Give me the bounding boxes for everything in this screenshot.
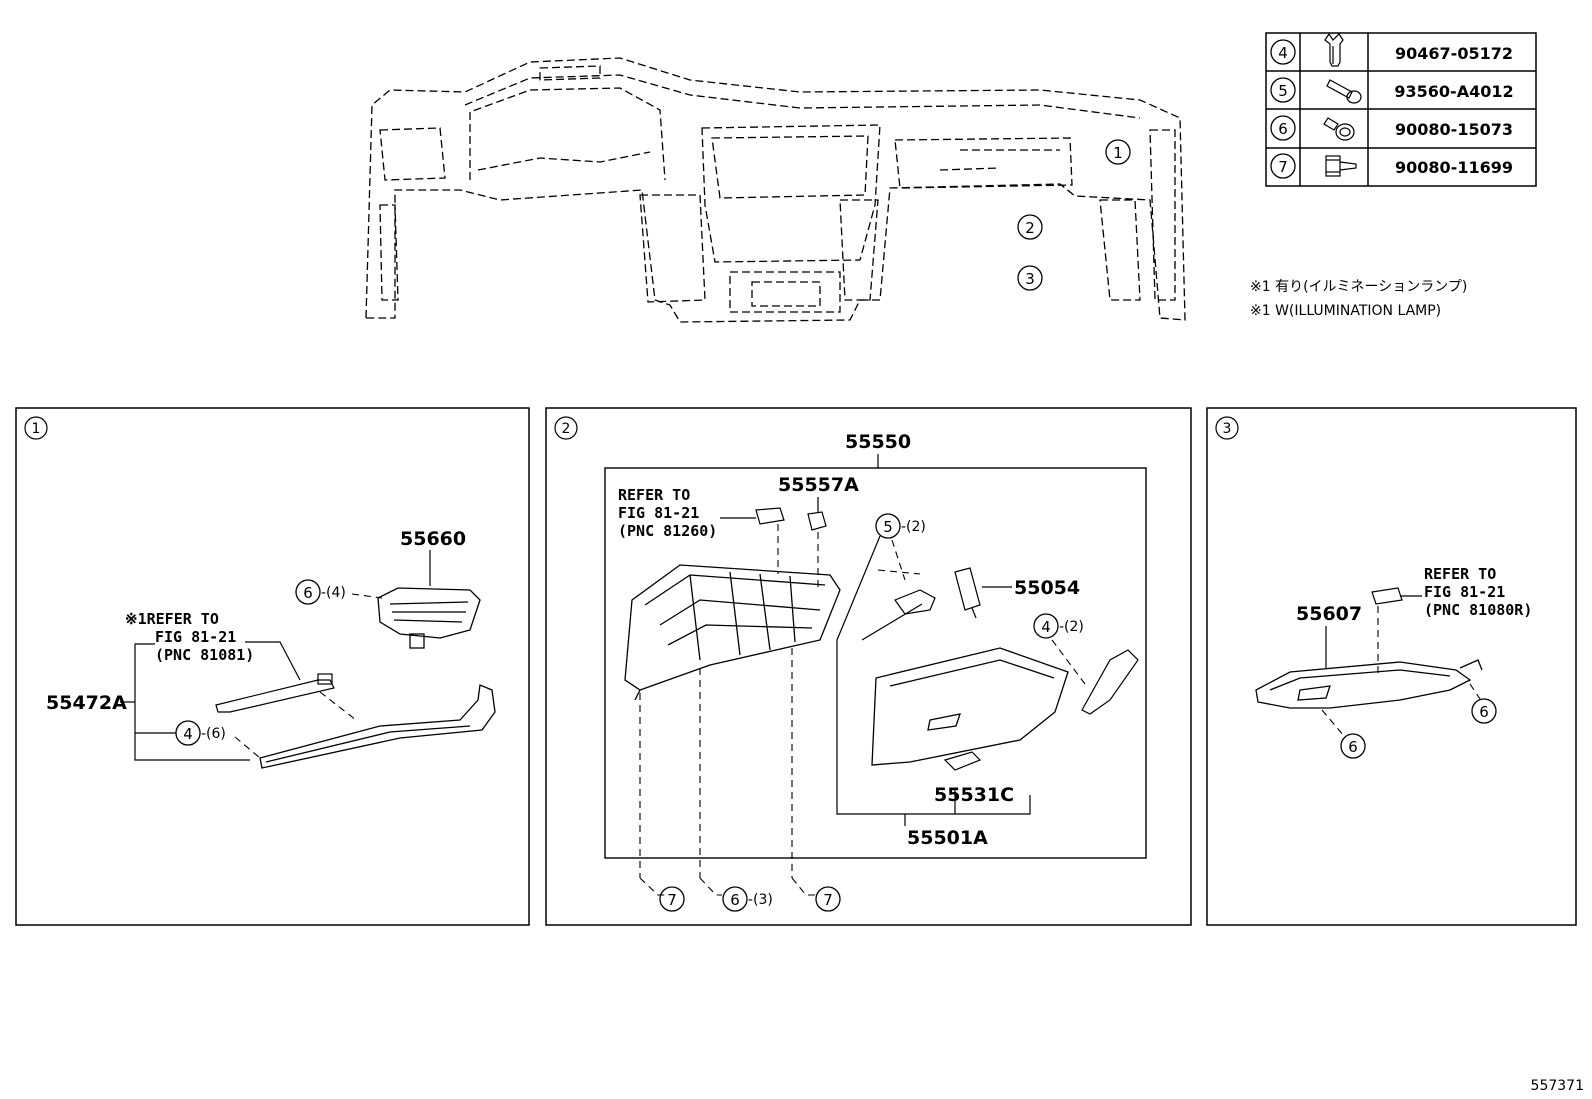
figure-id: 557371	[1531, 1078, 1584, 1094]
callout-number: 6	[303, 584, 313, 602]
callout-number: 7	[823, 891, 833, 909]
refer-line: ※1REFER TO	[125, 610, 219, 628]
fastener-row[interactable]: 6 90080-15073	[1270, 115, 1513, 141]
damper-part	[954, 567, 981, 619]
callout-number: 7	[667, 891, 677, 909]
overview-callout[interactable]: 3	[1017, 265, 1043, 291]
callout-6-cover-right[interactable]: 6	[1471, 698, 1497, 724]
under-cover-part	[1255, 659, 1483, 709]
side-trim-part	[1081, 649, 1139, 715]
lamp-socket-part	[755, 507, 785, 525]
callout-number: 5	[883, 518, 893, 536]
leader-lines-panel-1	[120, 641, 301, 761]
pin-icon	[1326, 79, 1362, 104]
callout-number: 1	[1113, 144, 1123, 162]
panel-3-number[interactable]: 3	[1215, 416, 1239, 440]
part-label-55531C[interactable]: 55531C	[934, 784, 1014, 806]
light-strip-part	[215, 673, 335, 713]
refer-line: REFER TO	[1424, 565, 1496, 583]
panel-number: 1	[32, 421, 41, 437]
handle-part	[943, 751, 982, 771]
fastener-number: 5	[1278, 82, 1288, 100]
callout-number: 6	[1479, 703, 1489, 721]
fastener-part-number: 90080-15073	[1395, 120, 1513, 139]
side-vent-part	[377, 587, 481, 649]
callout-6-cover-left[interactable]: 6	[1340, 733, 1366, 759]
leader-lines-panel-2	[836, 535, 1031, 826]
callout-number: 2	[1025, 219, 1035, 237]
refer-line: (PNC 81081)	[155, 646, 254, 664]
panel-3-frame	[1206, 407, 1577, 926]
callout-qty: -(4)	[321, 585, 346, 601]
part-label-55472A[interactable]: 55472A	[46, 692, 127, 714]
callout-qty: -(6)	[201, 726, 226, 742]
fastener-table	[1265, 32, 1537, 187]
callout-4-clip[interactable]: 4 -(2)	[1033, 613, 1084, 639]
dash-garnish-part	[259, 684, 496, 769]
fastener-row[interactable]: 5 93560-A4012	[1270, 77, 1514, 104]
bolt-flange-icon	[1323, 117, 1355, 141]
glove-box-housing-part	[624, 564, 841, 701]
fastener-number: 7	[1278, 158, 1288, 176]
fastener-part-number: 90080-11699	[1395, 158, 1513, 177]
callout-4-garnish[interactable]: 4 -(6)	[175, 720, 226, 746]
note-english: ※1 W(ILLUMINATION LAMP)	[1250, 303, 1441, 319]
callout-number: 4	[1041, 618, 1051, 636]
fastener-part-number: 93560-A4012	[1394, 82, 1513, 101]
part-label-55054[interactable]: 55054	[1014, 577, 1080, 599]
refer-line: FIG 81-21	[1424, 583, 1505, 601]
callout-number: 6	[1348, 738, 1358, 756]
overview-callout[interactable]: 2	[1017, 214, 1043, 240]
part-label-55501A[interactable]: 55501A	[907, 827, 988, 849]
fastener-number: 4	[1278, 44, 1288, 62]
panel-number: 2	[562, 421, 571, 437]
glove-box-door-part	[871, 647, 1069, 766]
assembly-box	[604, 467, 1147, 859]
panel-1-frame	[15, 407, 530, 926]
fastener-part-number: 90467-05172	[1395, 44, 1513, 63]
panel-2-frame	[545, 407, 1192, 926]
callout-number: 6	[730, 891, 740, 909]
callout-7-left[interactable]: 7	[659, 886, 685, 912]
fastener-row[interactable]: 7 90080-11699	[1270, 153, 1513, 179]
refer-line: (PNC 81260)	[618, 522, 717, 540]
callout-qty: -(3)	[748, 892, 773, 908]
callout-6-vent[interactable]: 6 -(4)	[295, 579, 346, 605]
panel-2-number[interactable]: 2	[554, 416, 578, 440]
part-label-55660[interactable]: 55660	[400, 528, 466, 550]
bottom-leaders	[639, 877, 816, 896]
panel-number: 3	[1223, 421, 1232, 437]
refer-line: (PNC 81080R)	[1424, 601, 1532, 619]
lock-striker-part	[894, 589, 936, 615]
refer-line: FIG 81-21	[155, 628, 236, 646]
dashboard-overview	[365, 57, 1186, 323]
refer-line: FIG 81-21	[618, 504, 699, 522]
clip-icon	[1324, 32, 1344, 67]
switch-part	[807, 511, 827, 531]
callout-7-right[interactable]: 7	[815, 886, 841, 912]
panel-1-number[interactable]: 1	[24, 416, 48, 440]
part-label-55607[interactable]: 55607	[1296, 603, 1362, 625]
callout-6-bottom[interactable]: 6 -(3)	[722, 886, 773, 912]
overview-callout[interactable]: 1	[1105, 139, 1131, 165]
callout-qty: -(2)	[901, 519, 926, 535]
fastener-row[interactable]: 4 90467-05172	[1270, 32, 1513, 67]
courtesy-lamp-part	[1371, 587, 1403, 605]
refer-line: REFER TO	[618, 486, 690, 504]
fastener-number: 6	[1278, 120, 1288, 138]
callout-number: 3	[1025, 270, 1035, 288]
note-japanese: ※1 有り(イルミネーションランプ)	[1250, 279, 1467, 295]
part-label-55557A[interactable]: 55557A	[778, 474, 859, 496]
callout-number: 4	[183, 725, 193, 743]
bolt-icon	[1325, 155, 1357, 177]
callout-5-pin[interactable]: 5 -(2)	[875, 513, 926, 539]
part-label-55550[interactable]: 55550	[845, 431, 911, 453]
callout-qty: -(2)	[1059, 619, 1084, 635]
